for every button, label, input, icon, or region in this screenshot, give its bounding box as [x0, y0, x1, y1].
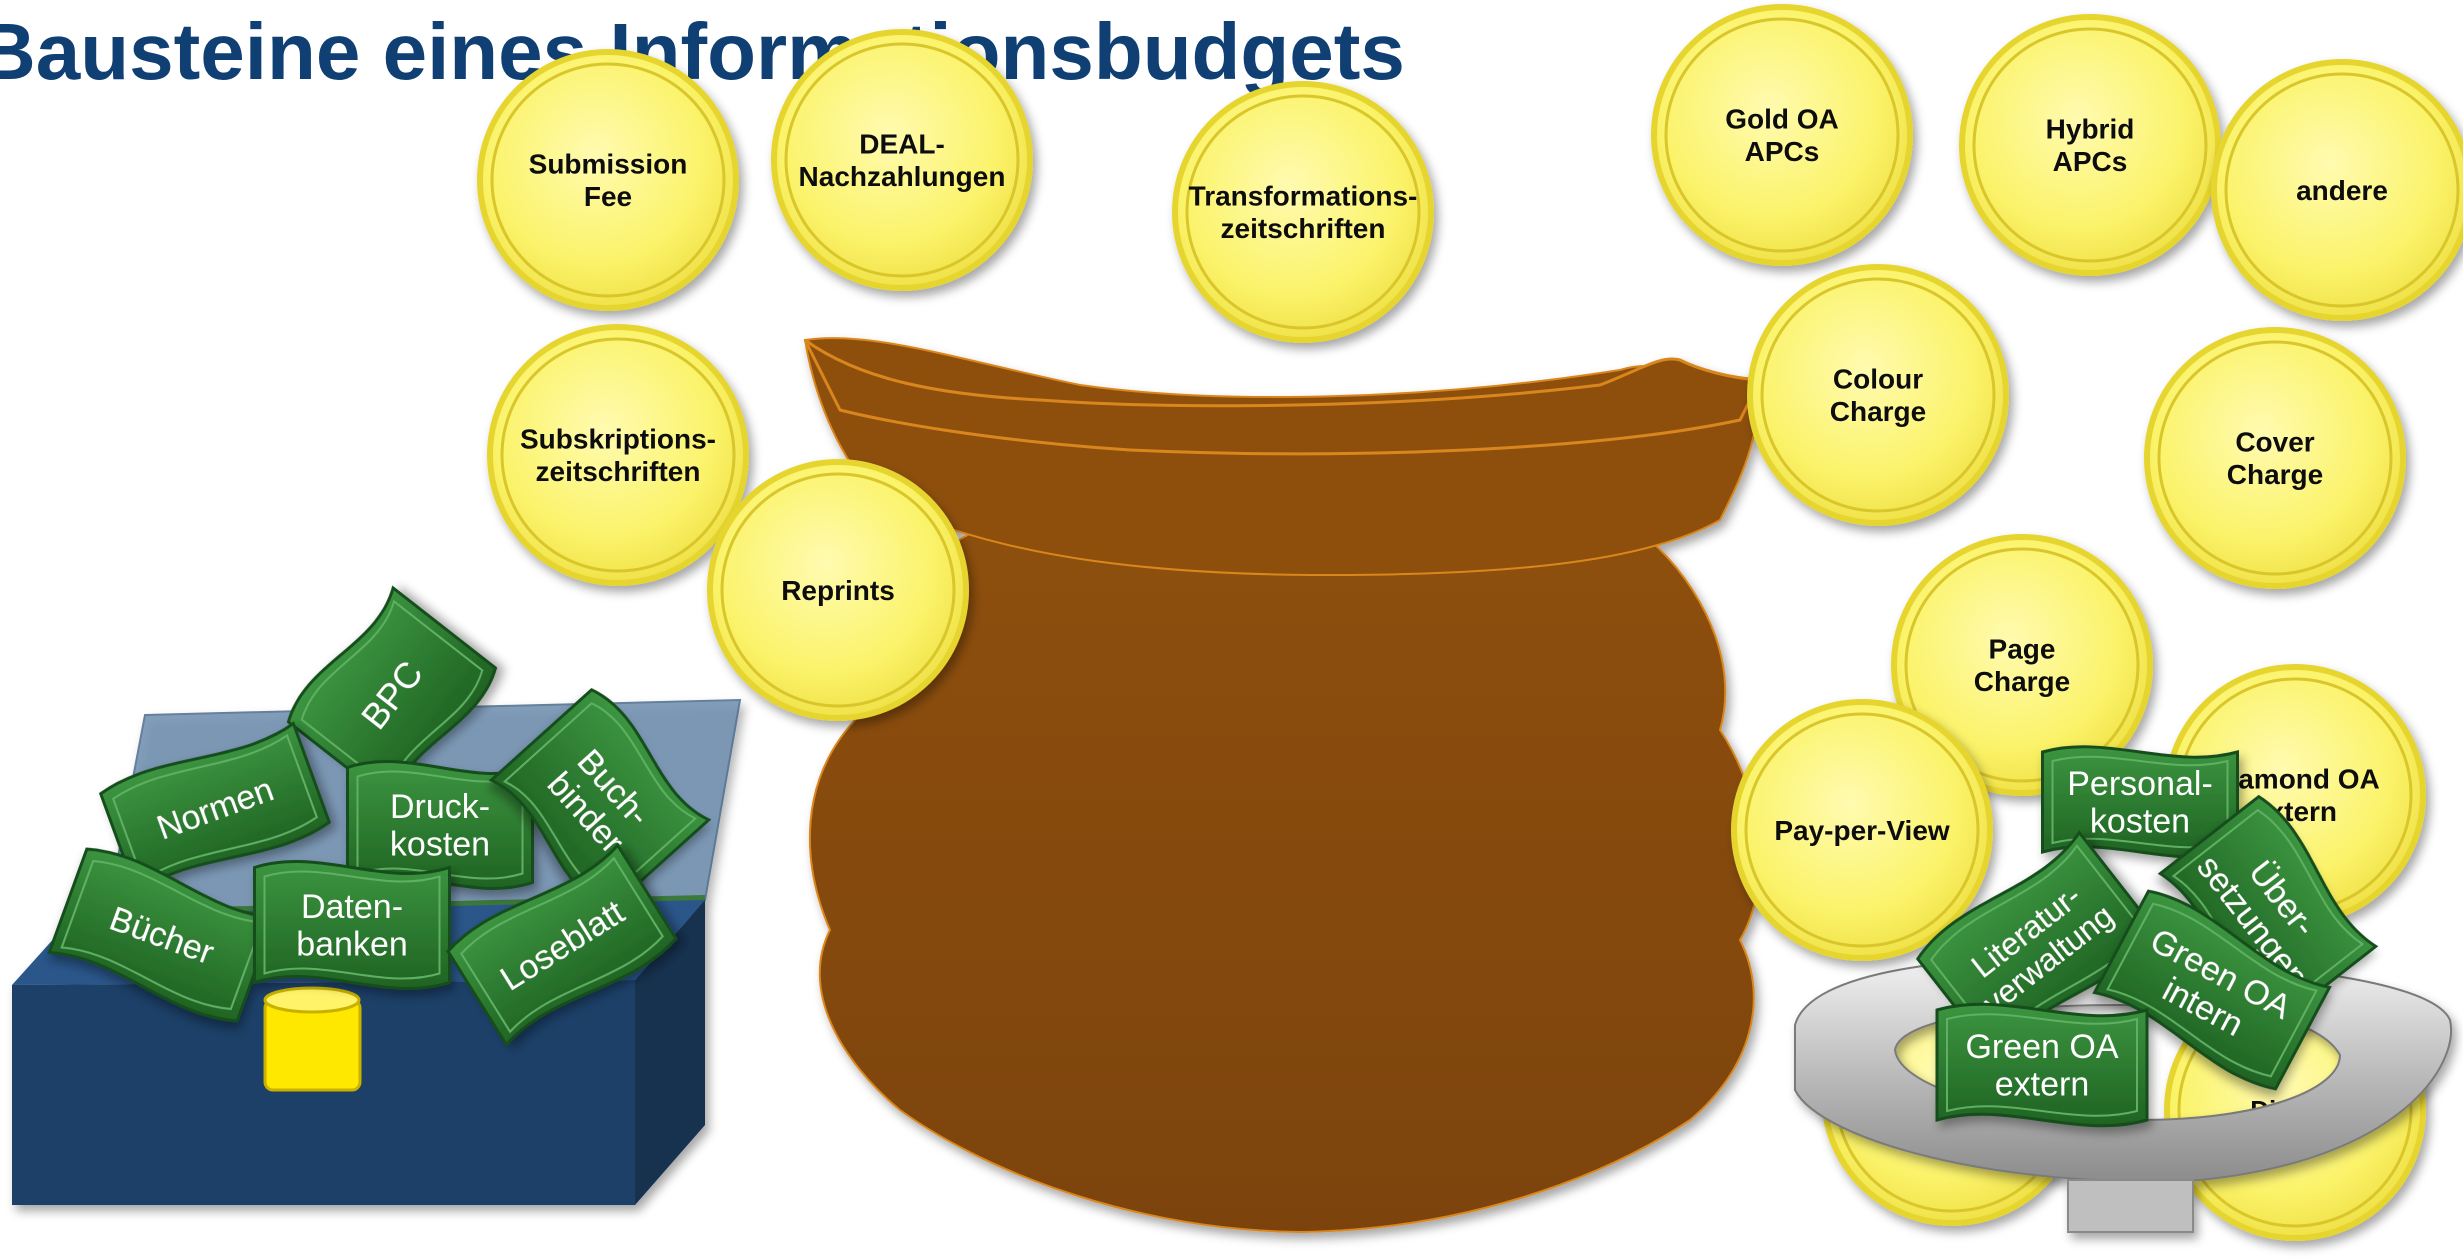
coin-face — [2144, 327, 2406, 589]
bill-normen: Normen — [98, 721, 332, 895]
bill-shape — [47, 847, 277, 1023]
coin-andere: andere — [2211, 59, 2463, 321]
coin-transformationszeitschriften: Transformations-zeitschriften — [1172, 81, 1434, 343]
bill-border — [263, 870, 441, 980]
coin-inner-rim — [500, 337, 736, 573]
coin-label: Submission — [529, 149, 688, 180]
page-title: Bausteine eines Informationsbudgets — [0, 7, 1405, 96]
bill-border — [60, 859, 264, 1011]
coin-inner-rim — [720, 472, 956, 708]
bill-border — [300, 599, 484, 791]
coin-inner-rim — [1972, 27, 2208, 263]
coin-label: Pay-per-View — [1774, 815, 1950, 846]
coin-label: Fee — [584, 181, 632, 212]
coin-inner-rim — [1904, 547, 2140, 783]
bill-label: kosten — [2090, 803, 2190, 841]
bill-shape — [446, 842, 678, 1048]
coin-label: Charge — [1830, 396, 1926, 427]
ring-base — [2067, 1179, 2194, 1233]
bill-buchbinder: Buch-binder — [488, 688, 712, 912]
coin-face — [1172, 81, 1434, 343]
coin-label: Subskriptions- — [520, 424, 716, 455]
coin-label: zeitschriften — [1221, 213, 1386, 244]
bill-border — [2106, 902, 2318, 1078]
coin-inner-rim — [1664, 17, 1900, 253]
coin-deal-nachzahlungen: DEAL-Nachzahlungen — [771, 29, 1033, 291]
coin-label: Cover — [2235, 427, 2314, 458]
chest-lock — [263, 986, 362, 1092]
bill-shape — [98, 721, 332, 895]
bill-label: Green OA — [1965, 1028, 2118, 1066]
coin-face — [771, 29, 1033, 291]
coin-inner-rim — [2224, 72, 2460, 308]
bill-border — [111, 733, 319, 883]
coin-inner-rim — [1185, 94, 1421, 330]
coin-label: Page — [1989, 634, 2056, 665]
bill-shape — [253, 860, 451, 990]
coin-label: APCs — [1745, 136, 1820, 167]
bill-buecher: Bücher — [47, 847, 277, 1023]
coin-face — [487, 324, 749, 586]
coin-face — [1651, 4, 1913, 266]
coin-label: andere — [2296, 175, 2388, 206]
sack-flap — [803, 338, 1763, 456]
bill-druckkosten: Druck-kosten — [346, 760, 534, 890]
coin-inner-rim — [490, 62, 726, 298]
bill-border — [1946, 1013, 2138, 1117]
bill-border — [356, 770, 524, 880]
bill-loseblatt: Loseblatt — [446, 842, 678, 1048]
coin-face — [1891, 534, 2153, 796]
coin-label: Reprints — [781, 575, 895, 606]
coin-label: Gold OA — [1725, 104, 1839, 135]
coin-reprints: Reprints — [707, 459, 969, 721]
bill-shape — [1935, 1002, 2149, 1128]
coin-face — [1731, 699, 1993, 961]
coin-label: Charge — [2227, 459, 2323, 490]
money-sack — [803, 337, 1763, 1234]
bill-label: Personal- — [2067, 765, 2213, 803]
coin-pay-per-view: Pay-per-View — [1731, 699, 1993, 961]
coin-label: DEAL- — [859, 129, 945, 160]
coin-inner-rim — [1744, 712, 1980, 948]
bill-label: Daten- — [301, 888, 403, 926]
bill-label: banken — [296, 926, 408, 964]
bill-border — [460, 856, 664, 1034]
coin-label: Colour — [1833, 364, 1923, 395]
coin-inner-rim — [1760, 277, 1996, 513]
coin-label: Hybrid — [2046, 114, 2135, 145]
bill-datenbanken: Daten-banken — [253, 860, 451, 990]
coin-face — [707, 459, 969, 721]
bill-literaturverwaltung: Literatur-verwaltung — [1915, 830, 2159, 1060]
chest-side — [635, 900, 705, 1205]
coin-face — [1959, 14, 2221, 276]
coin-label: Transformations- — [1189, 181, 1418, 212]
coin-face — [1747, 264, 2009, 526]
coin-label: Nachzahlungen — [799, 161, 1006, 192]
coin-label: APCs — [2053, 146, 2128, 177]
bill-label: extern — [1995, 1066, 2090, 1104]
coin-label: zeitschriften — [536, 456, 701, 487]
chest-front — [12, 980, 635, 1205]
coin-face — [477, 49, 739, 311]
bill-label: Druck- — [390, 788, 490, 826]
coin-face — [2211, 59, 2463, 321]
coin-label: Charge — [1974, 666, 2070, 697]
coin-inner-rim — [784, 42, 1020, 278]
coin-subskriptionszeitschriften: Subskriptions-zeitschriften — [487, 324, 749, 586]
bill-personalkosten: Personal-kosten — [2041, 745, 2239, 859]
coin-inner-rim — [2157, 340, 2393, 576]
bill-label: kosten — [390, 826, 490, 864]
